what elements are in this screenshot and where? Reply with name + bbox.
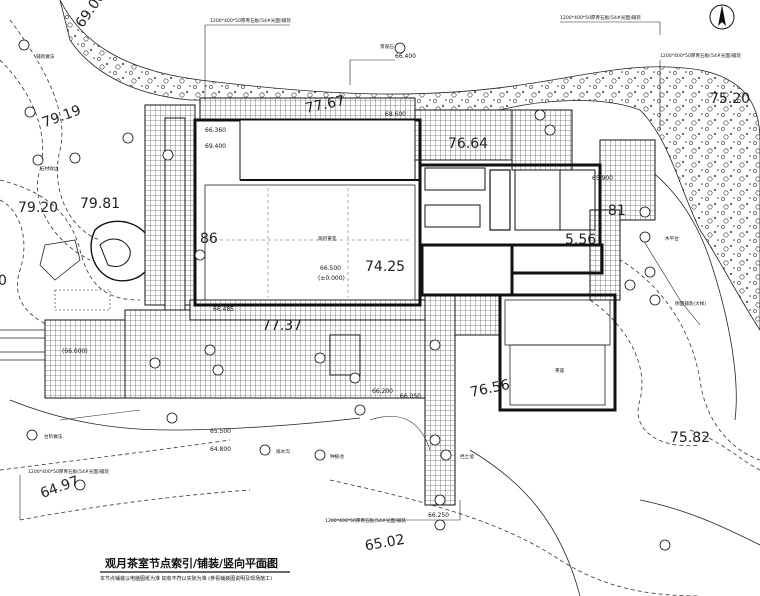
contour-label-7920: 79.20 <box>18 200 58 216</box>
elev-65900: 65.900 <box>592 175 613 182</box>
label-room-small: 茶座 <box>555 367 565 374</box>
elev-66500: 66.500 <box>320 265 341 272</box>
contour-lines <box>0 19 760 596</box>
index-label-c: 景观石 <box>380 44 394 50</box>
elev-000: (±0.000) <box>318 275 345 282</box>
elev-66200: 66.200 <box>372 388 393 395</box>
contour-label-7582: 75.82 <box>670 430 710 446</box>
leader-lines <box>19 21 701 521</box>
contour-label-7664: 76.64 <box>448 136 488 152</box>
contour-label-6900: 69.00 <box>73 0 109 31</box>
contour-label-86: 86 <box>200 231 218 247</box>
index-label-h: 种植池 <box>330 453 344 460</box>
index-label-f: 挡土墙 <box>460 453 474 460</box>
callout-labels: 1200*400*50厚青石板(54#光面)铺装 1200*400*50厚青石板… <box>28 14 741 524</box>
label-tea-hall: 观月茶室 <box>318 235 337 242</box>
callout-paving-top: 1200*400*50厚青石板(54#光面)铺装 <box>210 17 291 24</box>
tea-house-building <box>193 118 617 412</box>
contour-label-7737: 77.37 <box>262 318 302 334</box>
elev-66050: 66.050 <box>400 393 421 400</box>
callout-edge-note: 侧面铺装(大样) <box>675 300 706 307</box>
index-symbols <box>18 39 671 551</box>
paving-areas <box>44 97 656 506</box>
elev-66485: 66.485 <box>213 306 234 313</box>
contour-label-0: 0 <box>0 273 7 289</box>
elev-66400: 66.400 <box>395 53 416 60</box>
drawing-title-main: 观月茶室节点索引/铺装/竖向平面图 <box>105 556 278 570</box>
index-label-g: 排水沟 <box>276 448 290 455</box>
elev-68600: 68.600 <box>385 111 406 118</box>
contour-label-556: 5.56 <box>565 232 596 248</box>
spot-elevations: 66.360 68.600 66.400 69.400 66.500 (±0.0… <box>62 53 613 519</box>
elev-65500: 65.500 <box>210 428 231 435</box>
drawing-title-note: 本节点铺装以电脑图纸为准 如有不符以实际为准 (参看铺装图说明及现场施工) <box>100 575 272 582</box>
elev-66000: (66.000) <box>62 348 88 355</box>
contour-label-7656: 76.56 <box>469 377 512 401</box>
drawing-title: 观月茶室节点索引/铺装/竖向平面图 1:150 本节点铺装以电脑图纸为准 如有不… <box>100 556 290 582</box>
elev-66250: 66.250 <box>428 512 449 519</box>
drawing-title-scale: 1:150 <box>255 562 272 569</box>
contour-label-6502: 65.02 <box>364 532 406 555</box>
contour-label-6497: 64.97 <box>38 473 81 502</box>
index-label-d: 木平台 <box>665 235 679 242</box>
north-arrow-icon <box>709 4 735 30</box>
contour-label-7520: 75.20 <box>710 91 750 107</box>
index-label-e: 台阶做法 <box>44 433 63 440</box>
elev-69400: 69.400 <box>205 143 226 150</box>
index-label-b: 石材收边 <box>40 165 59 172</box>
elev-66360: 66.360 <box>205 127 226 134</box>
callout-paving-top-right: 1200*400*50厚青石板(54#光面)铺装 <box>560 14 641 21</box>
contour-label-81: 81 <box>608 203 626 219</box>
contour-label-7425: 74.25 <box>365 259 405 275</box>
elev-64800: 64.800 <box>210 446 231 453</box>
callout-paving-right: 1200*400*50厚青石板(54#光面)铺装 <box>660 52 741 59</box>
callout-paving-left: 1200*400*50厚青石板(54#光面)铺装 <box>28 468 109 475</box>
boardwalk <box>0 329 45 361</box>
contour-label-7981: 79.81 <box>80 196 120 212</box>
callout-paving-bottom: 1200*400*50厚青石板(54#光面)铺装 <box>325 517 406 524</box>
index-label-a: 铺装做法 <box>36 53 55 60</box>
